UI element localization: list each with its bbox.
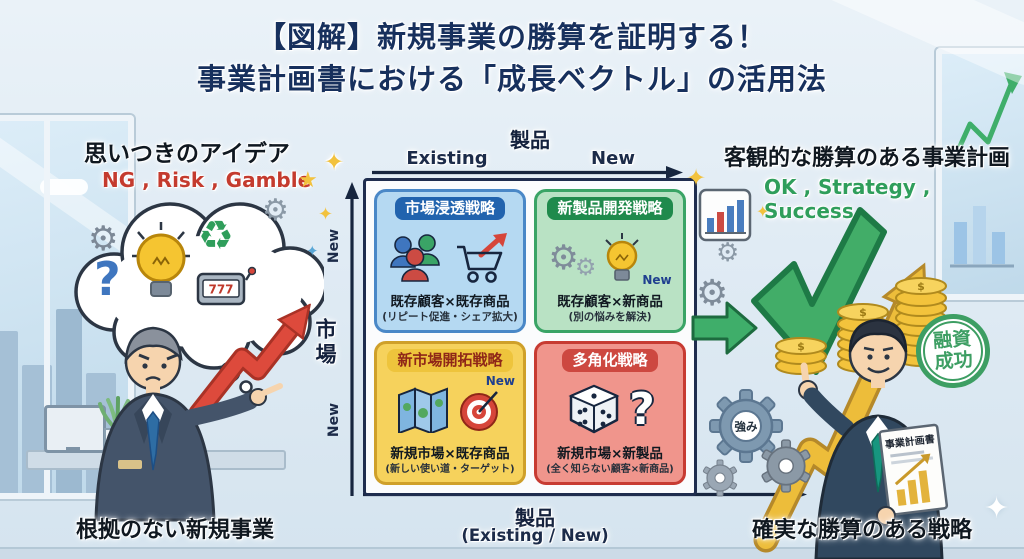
right-keywords: OK , Strategy , Success [764, 175, 931, 223]
businessman-confident: 事業計画書 [798, 318, 949, 559]
axis-product-top: 製品 [510, 128, 550, 152]
quadrant-combo: 新規市場×新製品 [557, 446, 663, 462]
axis-market-label: 市場 [313, 318, 337, 368]
axis-existing-label: Existing [406, 148, 488, 169]
lightbulb-icon [132, 222, 190, 297]
axis-arrow-left [345, 182, 359, 496]
sparkle-icon: ✦ [756, 202, 770, 221]
cart-growth-icon [457, 232, 507, 283]
quadrant-title: 市場浸透戦略 [394, 197, 505, 220]
map-icon [398, 387, 448, 433]
sparkle-icon: ✦ [686, 164, 707, 192]
sparkle-icon: ✦ [318, 204, 334, 225]
quadrant-combo: 既存顧客×新商品 [557, 294, 663, 310]
gear-icon: ⚙ [262, 193, 289, 228]
quadrant-combo: 既存顧客×既存商品 [390, 294, 510, 310]
cloud-shape [40, 179, 88, 195]
sparkle-icon: ✦ [324, 148, 345, 176]
left-keywords: NG , Risk , Gamble [102, 168, 312, 192]
left-heading: 思いつきのアイデア [84, 141, 290, 167]
gear-icon: ⚙ [88, 219, 119, 259]
quadrant-note: (全く知らない顧客×新商品) [546, 464, 674, 475]
gears-icon: ⚙ [548, 237, 579, 278]
svg-text:$: $ [797, 340, 805, 353]
businessman-skeptical [94, 326, 283, 522]
svg-text:強み: 強み [735, 420, 758, 434]
dice-icon [568, 384, 620, 433]
office-window-right [936, 48, 1024, 300]
star-icon: ★ [298, 168, 318, 193]
axis-new-label-side-top: New [326, 228, 342, 264]
quadrant-note: (別の悩みを解決) [568, 311, 652, 323]
question-icon: ? [629, 384, 655, 435]
quadrant-market-development: 新市場開拓戦略 New 新規市場×既存商品 (新しい使い道・タ [374, 341, 526, 485]
quadrant-note: (リピート促進・シェア拡大) [382, 311, 518, 323]
quadrant-market-penetration: 市場浸透戦略 既存顧客× [374, 189, 526, 333]
new-tag: New [485, 374, 515, 388]
axis-new-label-side-bottom: New [326, 402, 342, 438]
business-plan-document: 事業計画書 [878, 423, 949, 516]
slot-machine-icon: 777 [196, 266, 256, 306]
svg-text:$: $ [859, 306, 867, 319]
gear-icon: ⚙ [716, 238, 740, 268]
sparkle-icon: ✦ [984, 491, 1010, 526]
quadrant-diversification: 多角化戦略 ? 新規市場×新製品 (全く知らない顧客×新商品) [534, 341, 686, 485]
left-caption: 根拠のない新規事業 [76, 518, 275, 543]
axis-product-bottom: 製品 [515, 506, 555, 530]
gear-icon [702, 459, 738, 497]
recycle-icon: ♻ [198, 213, 234, 259]
quadrant-combo: 新規市場×既存商品 [390, 446, 510, 462]
page-title: 【図解】新規事業の勝算を証明する！ 事業計画書における「成長ベクトル」の活用法 [0, 16, 1024, 100]
new-lightbulb-icon [605, 232, 640, 281]
new-tag: New [642, 273, 672, 287]
strength-gear-icon: 強み [709, 389, 783, 463]
right-caption: 確実な勝算のある戦略 [752, 518, 973, 543]
bg-growth-chart [949, 72, 1022, 268]
quadrant-title: 多角化戦略 [562, 349, 658, 372]
question-mark-icon: ? [94, 252, 121, 306]
gear-icon: ⚙ [696, 273, 729, 314]
gear-icon [761, 439, 811, 493]
strength-gears: 強み [702, 389, 811, 497]
quadrant-product-development: 新製品開発戦略 ⚙ ⚙ New 既存顧客×新商品 (別の悩みを解決) [534, 189, 686, 333]
quadrant-note: (新しい使い道・ターゲット) [385, 464, 515, 475]
sparkle-icon: ✦ [306, 242, 319, 260]
customers-icon [390, 233, 440, 282]
bar-chart-icon [698, 188, 752, 242]
target-icon [460, 390, 498, 431]
svg-text:777: 777 [208, 283, 233, 297]
svg-text:$: $ [917, 280, 925, 293]
gear-small-icon: ⚙ [574, 252, 597, 281]
quadrant-title: 新製品開発戦略 [547, 197, 673, 220]
axis-arrow-top [372, 166, 683, 179]
axis-product-bottom-sub: (Existing / New) [461, 526, 609, 545]
quadrant-title: 新市場開拓戦略 [387, 349, 513, 372]
title-line1: 【図解】新規事業の勝算を証明する！ [256, 20, 767, 54]
title-line2: 事業計画書における「成長ベクトル」の活用法 [196, 62, 827, 96]
transition-arrow [691, 301, 758, 355]
ansoff-matrix: 市場浸透戦略 既存顧客× [363, 178, 697, 496]
right-heading: 客観的な勝算のある事業計画 [724, 146, 1011, 171]
red-growth-arrow [188, 293, 328, 423]
axis-new-label-top: New [591, 148, 635, 169]
gold-growth-arrow [753, 262, 928, 553]
